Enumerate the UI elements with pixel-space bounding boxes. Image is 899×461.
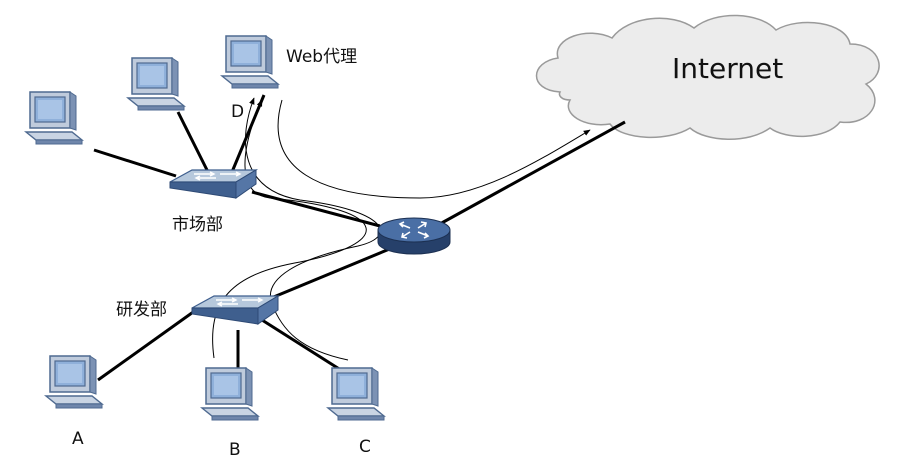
path-proxy-to-internet <box>277 99 591 199</box>
pc-d-proxy <box>221 35 279 89</box>
link-pc-left-market <box>93 148 177 178</box>
pc-top <box>127 57 185 111</box>
switch-rd <box>191 295 279 325</box>
label-pc-c: C <box>359 437 371 457</box>
link-pc-c-rd <box>261 318 345 374</box>
internet-cloud: Internet <box>535 14 880 140</box>
link-pc-top-market <box>176 111 210 173</box>
link-market-router <box>251 190 381 228</box>
path-c-to-proxy <box>245 97 381 361</box>
cloud-shape <box>535 14 880 140</box>
label-switch-rd: 研发部 <box>116 300 167 320</box>
cloud-label: Internet <box>672 52 783 85</box>
links <box>93 94 626 382</box>
label-switch-market: 市场部 <box>172 215 223 235</box>
pc-a <box>45 355 103 409</box>
pc-left <box>25 91 83 145</box>
label-pc-a: A <box>72 429 84 449</box>
link-router-internet <box>437 120 626 227</box>
label-pc-b: B <box>229 440 241 460</box>
link-pc-a-rd <box>97 308 197 382</box>
pc-b <box>201 367 259 421</box>
switch-market <box>169 169 257 199</box>
label-pc-d: D <box>231 102 244 122</box>
label-proxy: Web代理 <box>286 47 357 67</box>
pc-c <box>327 367 385 421</box>
router <box>377 217 451 255</box>
